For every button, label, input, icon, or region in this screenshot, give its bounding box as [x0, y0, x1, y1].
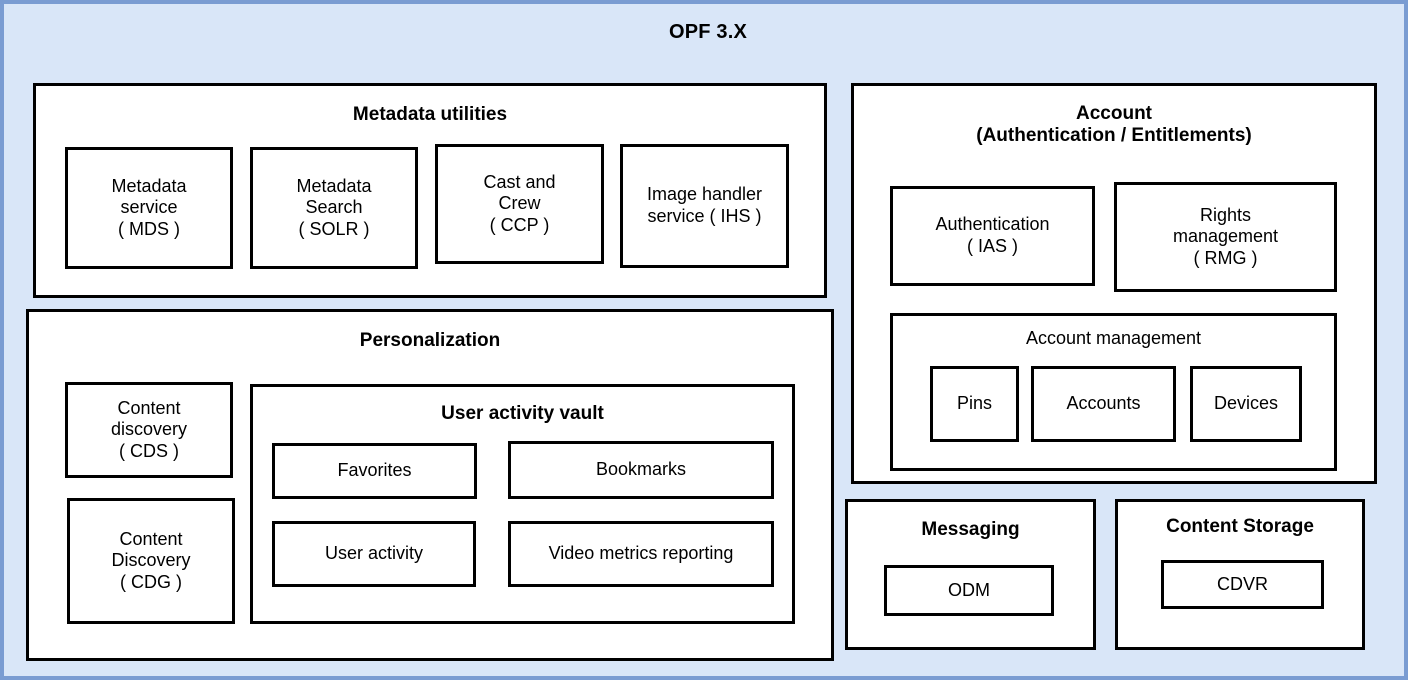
node-video-metrics-reporting[interactable]: Video metrics reporting — [508, 521, 774, 587]
diagram-title: OPF 3.X — [668, 21, 748, 43]
node-devices[interactable]: Devices — [1190, 366, 1302, 442]
group-personalization: Personalization Content discovery ( CDS … — [26, 309, 834, 661]
group-account: Account (Authentication / Entitlements) … — [851, 83, 1377, 484]
subgroup-title-user-activity-vault: User activity vault — [441, 403, 604, 424]
node-accounts[interactable]: Accounts — [1031, 366, 1176, 442]
group-title-account: Account (Authentication / Entitlements) — [976, 103, 1252, 147]
group-title-messaging: Messaging — [921, 519, 1020, 540]
subgroup-title-account-management: Account management — [1025, 328, 1202, 348]
node-cdvr[interactable]: CDVR — [1161, 560, 1324, 609]
node-user-activity[interactable]: User activity — [272, 521, 476, 587]
group-title-personalization: Personalization — [359, 330, 501, 351]
node-content-discovery-cdg[interactable]: Content Discovery ( CDG ) — [67, 498, 235, 624]
node-image-handler-service[interactable]: Image handler service ( IHS ) — [620, 144, 789, 268]
node-rights-management-rmg[interactable]: Rights management ( RMG ) — [1114, 182, 1337, 292]
group-content-storage: Content Storage CDVR — [1115, 499, 1365, 650]
subgroup-user-activity-vault: User activity vault Favorites Bookmarks … — [250, 384, 795, 624]
node-pins[interactable]: Pins — [930, 366, 1019, 442]
group-title-content-storage: Content Storage — [1166, 516, 1314, 537]
group-metadata-utilities: Metadata utilities Metadata service ( MD… — [33, 83, 827, 298]
node-metadata-search[interactable]: Metadata Search ( SOLR ) — [250, 147, 418, 269]
node-bookmarks[interactable]: Bookmarks — [508, 441, 774, 499]
group-messaging: Messaging ODM — [845, 499, 1096, 650]
node-metadata-service[interactable]: Metadata service ( MDS ) — [65, 147, 233, 269]
group-title-metadata-utilities: Metadata utilities — [352, 104, 508, 125]
node-cast-and-crew[interactable]: Cast and Crew ( CCP ) — [435, 144, 604, 264]
node-favorites[interactable]: Favorites — [272, 443, 477, 499]
node-odm[interactable]: ODM — [884, 565, 1054, 616]
node-authentication-ias[interactable]: Authentication ( IAS ) — [890, 186, 1095, 286]
subgroup-account-management: Account management Pins Accounts Devices — [890, 313, 1337, 471]
node-content-discovery-cds[interactable]: Content discovery ( CDS ) — [65, 382, 233, 478]
